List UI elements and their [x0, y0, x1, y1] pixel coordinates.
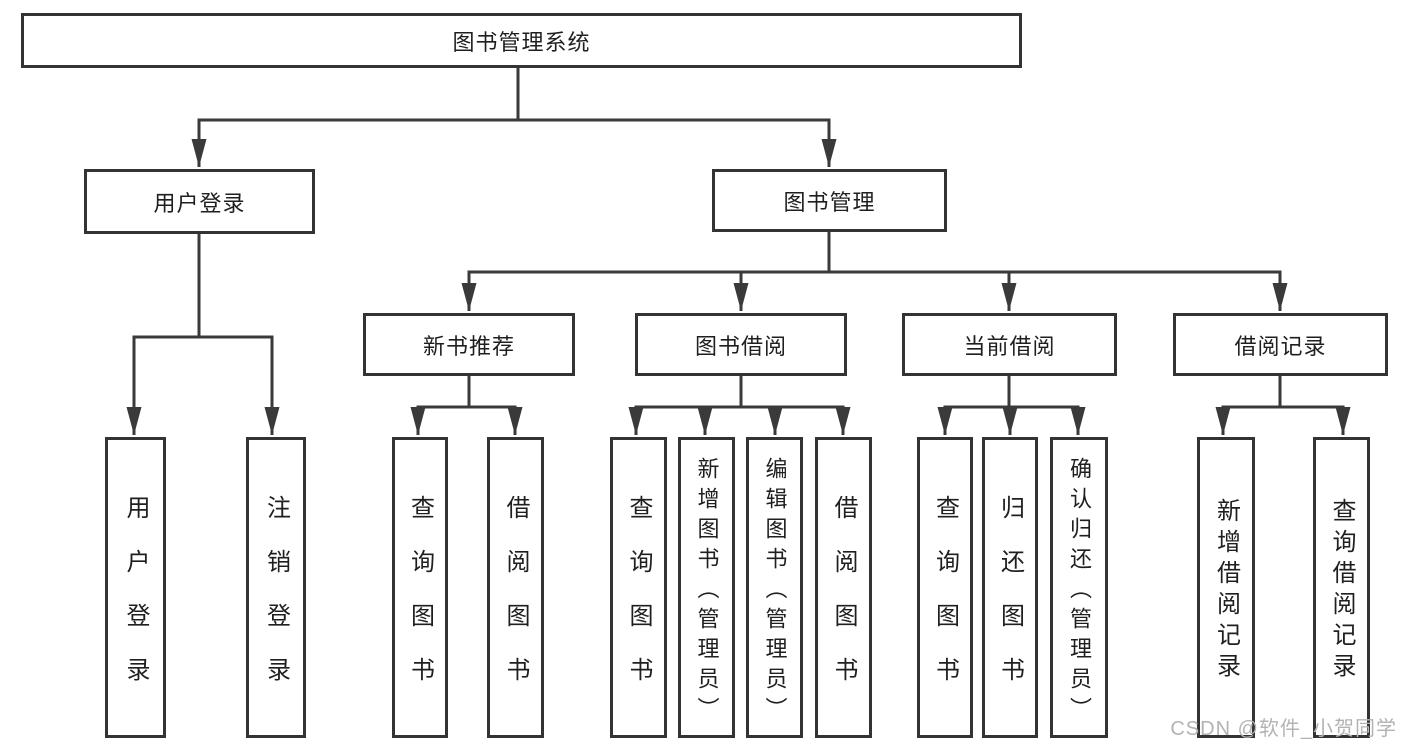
- node-current-borrowing: 当前借阅: [902, 313, 1117, 376]
- node-query-borrow-record: 查询借阅记录: [1313, 437, 1370, 738]
- node-book-borrowing: 图书借阅: [635, 313, 847, 376]
- node-borrow-books-recommend: 借阅图书: [487, 437, 544, 738]
- node-new-book-recommend: 新书推荐: [363, 313, 575, 376]
- node-borrowing-records: 借阅记录: [1173, 313, 1388, 376]
- watermark: CSDN @软件_小贺同学: [1170, 718, 1397, 740]
- node-confirm-return-admin: 确认归还（管理员）: [1050, 437, 1108, 738]
- node-query-books-borrowing: 查询图书: [610, 437, 667, 738]
- node-add-borrow-record: 新增借阅记录: [1197, 437, 1255, 738]
- node-add-books-admin: 新增图书（管理员）: [678, 437, 735, 738]
- node-user-login: 用户登录: [84, 169, 315, 234]
- node-logout-leaf: 注销登录: [246, 437, 306, 738]
- node-borrow-books-borrowing: 借阅图书: [815, 437, 872, 738]
- node-query-books-recommend: 查询图书: [392, 437, 448, 738]
- node-library-system: 图书管理系统: [21, 13, 1022, 68]
- node-return-books: 归还图书: [982, 437, 1038, 738]
- node-edit-books-admin: 编辑图书（管理员）: [746, 437, 803, 738]
- node-query-books-current: 查询图书: [917, 437, 973, 738]
- node-user-login-leaf: 用户登录: [105, 437, 166, 738]
- node-book-management: 图书管理: [712, 169, 947, 232]
